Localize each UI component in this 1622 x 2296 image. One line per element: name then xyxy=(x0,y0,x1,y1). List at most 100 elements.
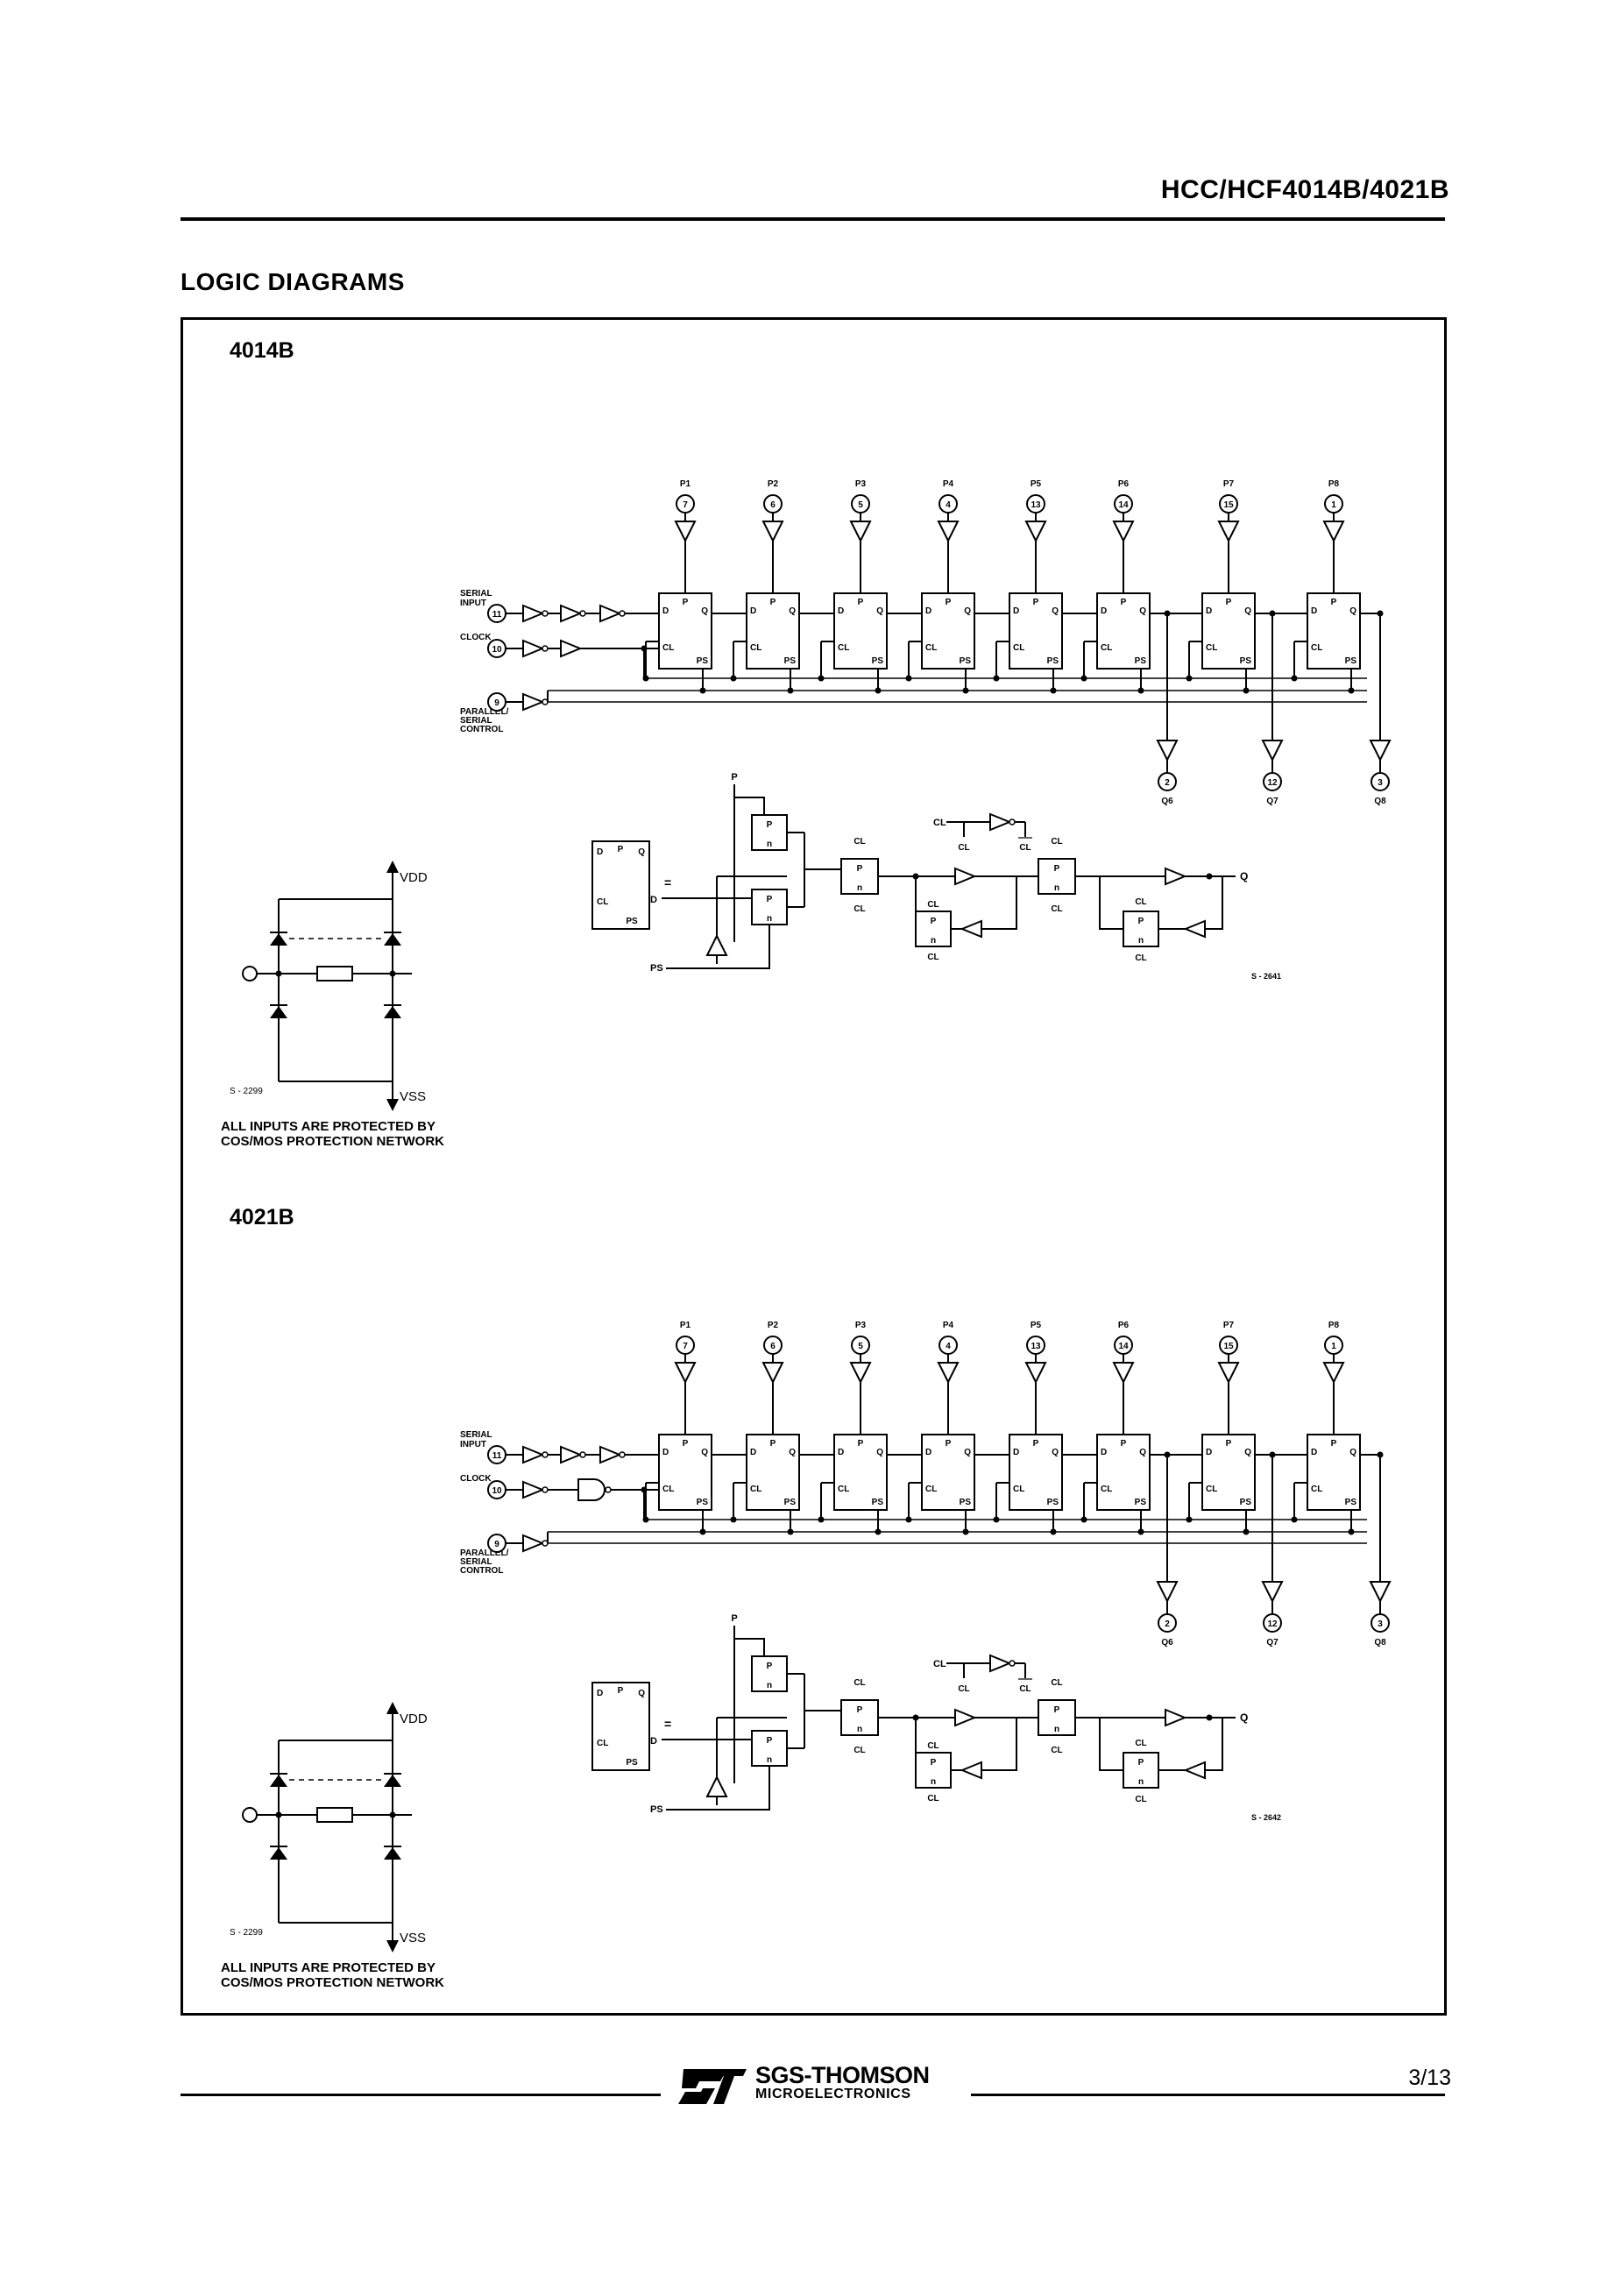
diode-symbol xyxy=(270,1775,287,1787)
detail-d-input-label: D xyxy=(650,895,657,905)
ff-cl-label: CL xyxy=(662,643,674,653)
detail-cl-label: CL xyxy=(597,897,608,907)
shift-register-flip-flop xyxy=(1096,592,1151,670)
drawing-code: S - 2642 xyxy=(1251,1813,1281,1822)
slave-cl-label: CL xyxy=(1051,1746,1062,1755)
parallel-input-pin-number: 5 xyxy=(858,500,863,510)
buffer-symbol xyxy=(989,812,1012,832)
output-label-q8: Q8 xyxy=(1374,1638,1386,1648)
ff-cl-label: CL xyxy=(750,1485,761,1494)
parallel-input-label-p8: P8 xyxy=(1328,1321,1340,1330)
junction-dot xyxy=(699,687,706,694)
buffer-symbol xyxy=(522,1480,545,1499)
ff-ps-label: PS xyxy=(1240,1498,1252,1507)
ff-q-label: Q xyxy=(701,1448,708,1457)
buffer-symbol xyxy=(1112,1362,1135,1385)
shift-register-flip-flop xyxy=(1096,1434,1151,1511)
detail-q-output-label: Q xyxy=(1240,1711,1248,1724)
clock-gen-clbar-label: CL xyxy=(1019,1684,1031,1694)
ff-d-label: D xyxy=(925,606,931,616)
ff-ps-label: PS xyxy=(1135,656,1147,666)
parallel-input-label-p6: P6 xyxy=(1118,479,1130,489)
diode-symbol xyxy=(384,933,401,946)
junction-dot xyxy=(1186,1516,1193,1523)
input-terminal xyxy=(242,1807,258,1823)
master-cl-label: CL xyxy=(853,1678,865,1688)
buffer-symbol xyxy=(705,1775,728,1797)
ff-p-label: P xyxy=(770,1439,776,1449)
junction-dot xyxy=(730,675,737,682)
junction-dot xyxy=(818,1516,825,1523)
output-pin-q7-circle xyxy=(1263,772,1282,791)
shift-register-flip-flop xyxy=(746,1434,800,1511)
buffer-symbol xyxy=(849,1362,872,1385)
ff-p-label: P xyxy=(1121,1439,1127,1449)
buffer-symbol xyxy=(522,604,545,623)
ff-p-label: P xyxy=(946,598,952,607)
buffer-symbol xyxy=(674,1362,697,1385)
ff-q-label: Q xyxy=(1244,1448,1251,1457)
parallel-serial-label: SERIAL xyxy=(460,1557,492,1567)
ff-p-label: P xyxy=(1121,598,1127,607)
ff-p-label: P xyxy=(683,1439,689,1449)
buffer-symbol xyxy=(937,521,960,543)
junction-dot xyxy=(1186,675,1193,682)
diode-symbol xyxy=(384,1006,401,1018)
inverter-bubble xyxy=(619,1451,626,1458)
vdd-label: VDD xyxy=(400,870,428,885)
junction-dot xyxy=(1080,675,1087,682)
latch-p-label: P xyxy=(857,1705,863,1715)
serial-input-label: SERIAL xyxy=(460,1430,492,1440)
shift-register-flip-flop xyxy=(1307,1434,1361,1511)
buffer-symbol xyxy=(1322,521,1345,543)
equals-sign: = xyxy=(664,1717,671,1731)
ff-d-label: D xyxy=(750,606,756,616)
ff-p-label: P xyxy=(858,598,864,607)
ff-cl-label: CL xyxy=(925,1485,937,1494)
ff-ps-label: PS xyxy=(1047,1498,1059,1507)
clock-pin-number: 10 xyxy=(492,1486,502,1496)
buffer-symbol xyxy=(954,1708,977,1727)
ff-cl-label: CL xyxy=(925,643,937,653)
ff-ps-label: PS xyxy=(697,656,709,666)
clock-gen-clbar-label: CL xyxy=(1019,843,1031,853)
junction-dot xyxy=(275,1811,282,1818)
junction-dot xyxy=(730,1516,737,1523)
output-label-q7: Q7 xyxy=(1266,1638,1278,1648)
ff-ps-label: PS xyxy=(784,656,797,666)
junction-dot xyxy=(875,687,882,694)
latch-n-label: n xyxy=(931,936,936,946)
detail-ps-label: PS xyxy=(626,1758,638,1768)
output-pin-q6-circle xyxy=(1158,1613,1177,1633)
parallel-input-pin-number: 1 xyxy=(1331,500,1336,510)
shift-register-flip-flop xyxy=(658,1434,712,1511)
diode-symbol xyxy=(384,1847,401,1860)
vss-label: VSS xyxy=(400,1931,426,1945)
page-number: 3/13 xyxy=(1408,2066,1451,2090)
output-label-q6: Q6 xyxy=(1161,1638,1173,1648)
diagram-frame xyxy=(181,317,1447,2016)
detail-ps-label: PS xyxy=(626,917,638,926)
vdd-arrow xyxy=(386,1702,399,1714)
ff-p-label: P xyxy=(1033,1439,1039,1449)
detail-p-input-label: P xyxy=(731,772,737,783)
serial-input-label: INPUT xyxy=(460,599,486,608)
latch-p-label: P xyxy=(931,917,937,926)
parallel-input-label-p2: P2 xyxy=(768,1321,779,1330)
latch-p-label: P xyxy=(857,864,863,874)
shift-register-flip-flop xyxy=(1009,1434,1063,1511)
ff-cl-label: CL xyxy=(838,1485,849,1494)
buffer-symbol xyxy=(1261,1581,1284,1604)
clock-gen-in-label: CL xyxy=(933,1659,946,1669)
ff-ps-label: PS xyxy=(784,1498,797,1507)
shift-register-flip-flop xyxy=(921,592,975,670)
ff-q-label: Q xyxy=(789,606,796,616)
parallel-input-pin-number: 7 xyxy=(683,500,688,510)
junction-dot xyxy=(1291,1516,1298,1523)
junction-dot xyxy=(1206,873,1213,880)
wire xyxy=(1099,876,1123,930)
junction-dot xyxy=(389,1811,396,1818)
protection-drawing-code: S - 2299 xyxy=(230,1928,263,1938)
junction-dot xyxy=(1080,1516,1087,1523)
junction-dot xyxy=(642,675,649,682)
